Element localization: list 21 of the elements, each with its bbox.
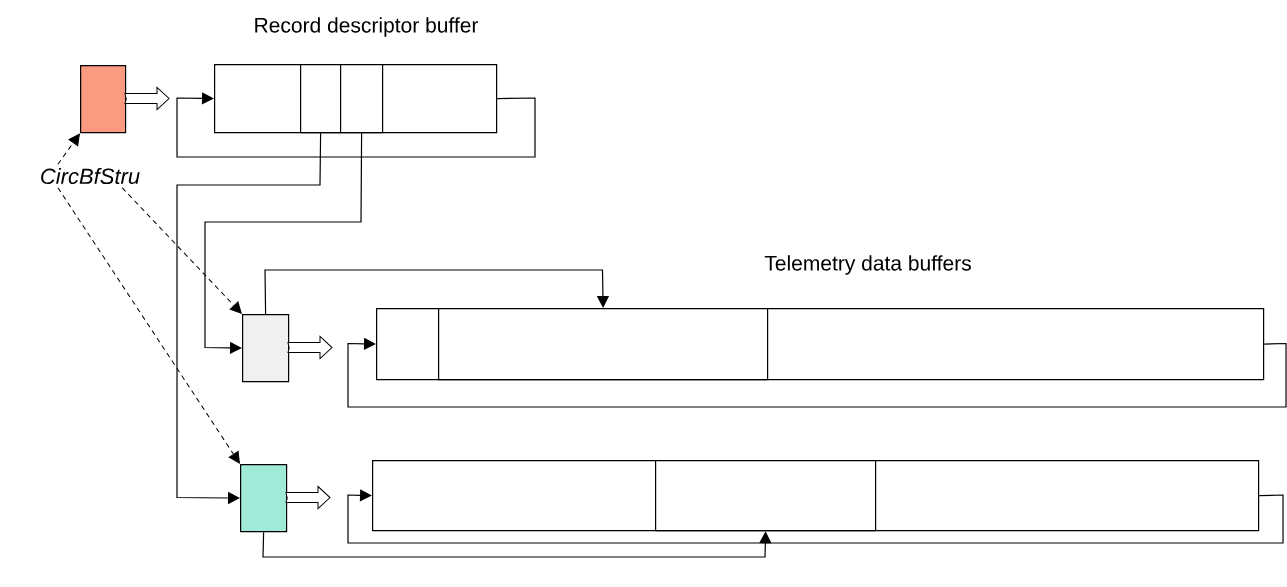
buffer-slot: [655, 460, 877, 532]
buffer-title: Telemetry data buffers: [764, 255, 971, 275]
block-arrow: [124, 87, 170, 110]
block-arrow: [287, 336, 333, 359]
control-block: [80, 65, 127, 134]
loop-arrow: [262, 531, 772, 558]
dashed-arrow: [121, 187, 242, 314]
dashed-arrow: [57, 133, 80, 165]
control-block: [240, 464, 288, 533]
loop-arrow: [176, 92, 536, 158]
buffer-slot: [340, 64, 384, 134]
buffer-slot: [300, 64, 342, 134]
buffer-slot: [438, 308, 769, 381]
structure-label: CircBfStru: [41, 167, 140, 185]
buffer-title: Record descriptor buffer: [255, 17, 479, 37]
loop-arrow: [264, 269, 610, 315]
loop-arrow: [347, 489, 1284, 544]
loop-arrow: [347, 337, 1287, 408]
control-block: [242, 314, 290, 383]
block-arrow: [285, 486, 331, 509]
dashed-arrow: [57, 187, 240, 464]
